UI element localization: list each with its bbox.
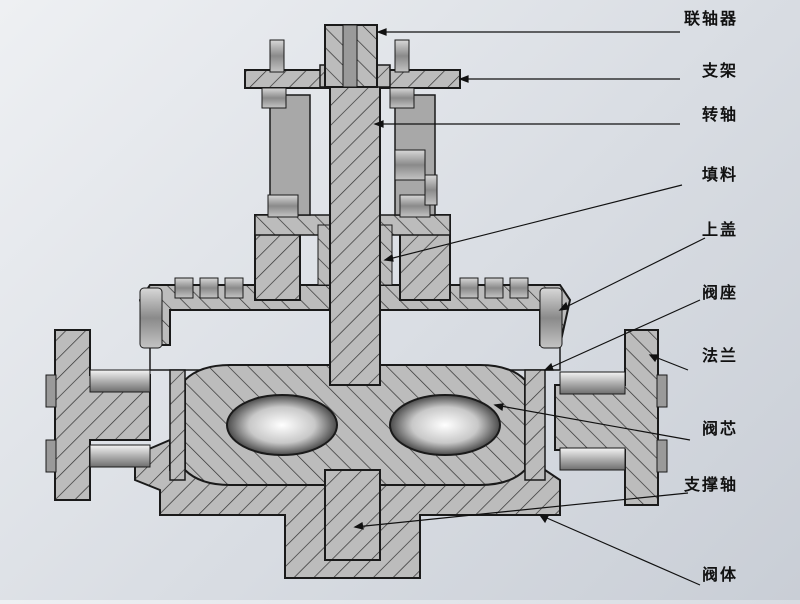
packing [317, 224, 393, 286]
label-bracket: 支架 [701, 61, 738, 80]
label-shaft: 转轴 [701, 105, 738, 124]
body-bolts [139, 277, 563, 349]
label-support-shaft: 支撑轴 [683, 475, 738, 494]
seats [169, 369, 546, 481]
plug [184, 364, 526, 486]
label-body: 阀体 [701, 565, 738, 584]
flange-right [554, 329, 668, 506]
flange-left [45, 329, 151, 501]
label-flange: 法兰 [701, 346, 738, 365]
label-bonnet: 上盖 [701, 220, 738, 239]
leader-lines [353, 28, 706, 586]
support-shaft [324, 469, 381, 561]
label-coupling: 联轴器 [683, 9, 738, 28]
label-seat: 阀座 [701, 283, 738, 302]
coupling [324, 24, 378, 88]
shaft [319, 64, 391, 386]
label-plug: 阀芯 [701, 419, 738, 438]
label-packing: 填料 [701, 165, 738, 184]
